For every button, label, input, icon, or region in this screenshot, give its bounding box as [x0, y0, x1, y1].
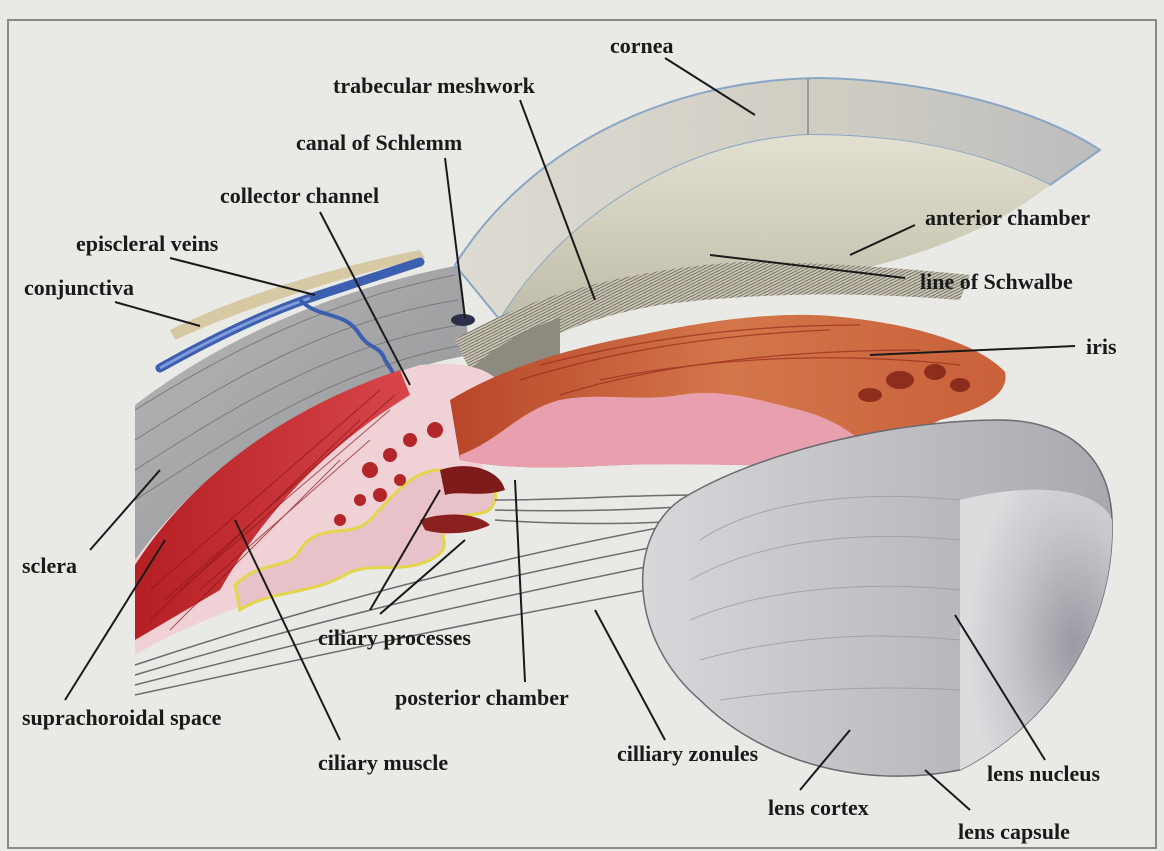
label-ciliary-muscle: ciliary muscle	[318, 751, 448, 775]
label-suprachoroidal-space: suprachoroidal space	[22, 706, 221, 730]
label-collector-channel: collector channel	[220, 184, 379, 208]
label-canal-of-schlemm: canal of Schlemm	[296, 131, 462, 155]
label-ciliary-processes: ciliary processes	[318, 626, 471, 650]
label-lens-nucleus: lens nucleus	[987, 762, 1100, 786]
label-conjunctiva: conjunctiva	[24, 276, 134, 300]
label-cilliary-zonules: cilliary zonules	[617, 742, 758, 766]
label-anterior-chamber: anterior chamber	[925, 206, 1090, 230]
label-iris: iris	[1086, 335, 1117, 359]
label-lens-capsule: lens capsule	[958, 820, 1070, 844]
label-episcleral-veins: episcleral veins	[76, 232, 218, 256]
label-lens-cortex: lens cortex	[768, 796, 869, 820]
label-cornea: cornea	[610, 34, 674, 58]
canal-of-schlemm-shape	[451, 314, 475, 326]
label-posterior-chamber: posterior chamber	[395, 686, 569, 710]
label-line-of-schwalbe: line of Schwalbe	[920, 270, 1073, 294]
lens-nucleus-shape	[960, 490, 1112, 770]
label-sclera: sclera	[22, 554, 77, 578]
label-trabecular-meshwork: trabecular meshwork	[333, 74, 535, 98]
